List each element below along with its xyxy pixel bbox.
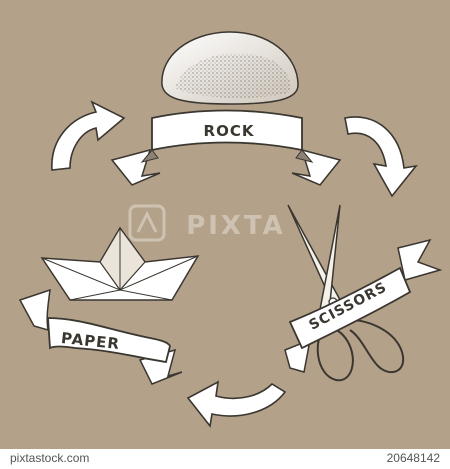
arrow-icon: [51, 100, 126, 171]
rock-ribbon: [110, 109, 342, 186]
scissors-ribbon: [284, 238, 443, 373]
footer-image-id: 20648142: [386, 451, 440, 465]
watermark-logo: [128, 204, 166, 242]
arrow-icon: [186, 380, 287, 428]
paper-boat-illustration: [40, 226, 200, 301]
footer-brand: pixtastock.com: [10, 451, 90, 465]
rock-label: ROCK: [204, 122, 255, 140]
watermark-text: PIXTA: [186, 211, 286, 241]
footer-bar: pixtastock.com 20648142: [0, 449, 450, 469]
diagram-art: ROCK PAPER SCISSORS: [18, 31, 443, 428]
paper-ribbon: [18, 288, 183, 385]
rock-illustration: [161, 31, 299, 105]
arrow-icon: [344, 116, 418, 198]
